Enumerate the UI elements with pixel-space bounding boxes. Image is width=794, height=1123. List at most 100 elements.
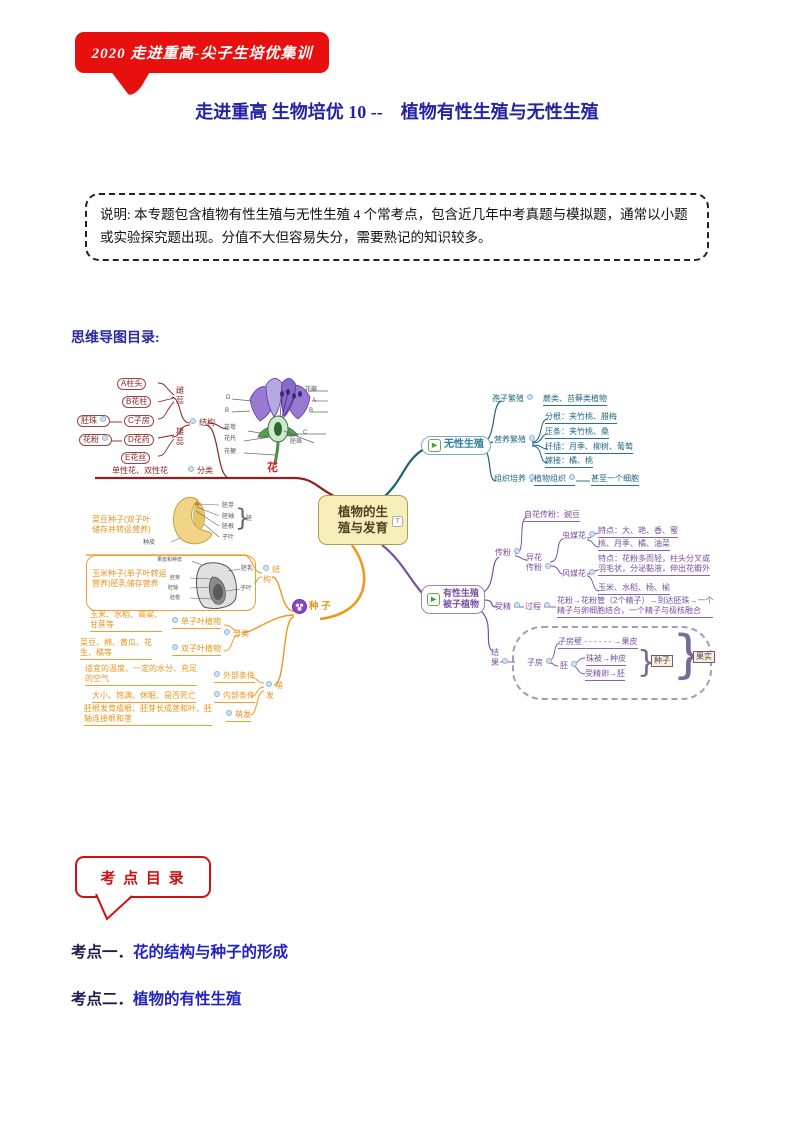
node-structure-seed: 结 构 <box>263 565 280 584</box>
catalog-item-1-text: 花的结构与种子的形成 <box>133 944 289 961</box>
node-dicot: 双子叶植物 <box>172 644 221 656</box>
node-fruit-box: 果实 <box>693 651 715 663</box>
banner-text: 2020 走进重高-尖子生培优集训 <box>91 46 313 62</box>
corn-label-endosperm: 胚乳 <box>241 566 254 572</box>
flower-label-b-left: B <box>225 408 230 414</box>
node-stamen: 雄 蕊 <box>176 427 184 446</box>
node-sexual: ▶有性生殖 被子植物 <box>421 585 486 614</box>
flower-label-receptacle: 花托 <box>224 436 237 442</box>
bean-seed-illustration <box>170 496 220 545</box>
corn-seed-illustration <box>190 561 241 610</box>
node-germination-leaf: 萌发 <box>226 710 251 722</box>
node-corn-seed: 玉米种子(单子叶转运 营养)胚乳储存营养 <box>92 569 167 588</box>
node-integument: 珠被→种皮 <box>586 654 626 666</box>
note-box: 说明: 本专题包含植物有性生殖与无性生殖 4 个常考点，包含近几年中考真题与模拟… <box>85 193 709 261</box>
node-dicot-examples: 菜豆、棉、黄瓜、花 生、橘等 <box>80 638 152 660</box>
node-plant-tissue: 植物组织 <box>534 474 575 486</box>
corn-label-radicle: 胚根 <box>170 595 181 601</box>
play-icon: ▶ <box>427 592 440 606</box>
node-monocot-examples: 玉米、水稻、高粱、 甘蔗等 <box>90 610 162 632</box>
bean-label-testa: 种皮 <box>143 540 156 546</box>
node-e-filament: E花丝 <box>121 452 151 464</box>
flower-label-petal: 花瓣 <box>305 387 318 393</box>
node-b-style: B花柱 <box>122 396 152 408</box>
flower-label-c: C <box>303 430 308 436</box>
node-external-text: 适宜的温度、一定的水分、充足 的空气 <box>85 664 197 686</box>
result-cloud <box>512 626 712 700</box>
node-flower-structure: 结构 <box>190 418 215 428</box>
bean-label-plumule: 胚芽 <box>222 503 235 509</box>
node-pollen: 花粉 <box>79 434 112 446</box>
node-grafting: 嫁接：橘、桃 <box>545 456 593 468</box>
node-ovary-wall: 子房壁 - - - - - - →果皮 <box>558 637 638 649</box>
node-process: 过程 <box>525 602 550 612</box>
node-seed-box: 种子 <box>651 655 673 667</box>
catalog-item-2-text: 植物的有性生殖 <box>133 991 242 1008</box>
node-external: 外部条件 <box>214 671 255 683</box>
node-asexual: ▶无性生殖 <box>421 436 491 455</box>
flower-illustration <box>231 378 328 466</box>
play-icon: ▶ <box>428 439 441 452</box>
catalog-tail-icon <box>95 894 133 921</box>
flower-label-b-right: B <box>309 408 314 414</box>
node-spore: 孢子繁殖 <box>492 394 533 404</box>
bean-label-radicle: 胚根 <box>222 524 235 530</box>
flower-label-d: D <box>226 395 231 401</box>
node-germination: 萌 发 <box>266 681 283 700</box>
seed-face-icon <box>292 599 307 614</box>
node-wind-features: 特点：花粉多而轻，柱头分叉或 羽毛状，分泌黏液，伸出花瓣外 <box>598 554 710 576</box>
corn-label-hypocotyl: 胚轴 <box>168 585 179 591</box>
node-ovule: 胚珠 <box>77 415 110 427</box>
corn-bubble <box>86 555 256 611</box>
node-ovary-result: 子房 <box>527 658 552 668</box>
node-self-pollination: 自花传粉：豌豆 <box>524 510 580 522</box>
flower-caption: 花 <box>267 462 278 474</box>
node-flower-types: 单性花、双性花 <box>112 466 168 475</box>
catalog-box-label: 考 点 目 录 <box>100 870 186 887</box>
node-wind-flower: 风媒花 <box>562 569 595 579</box>
note-text: 说明: 本专题包含植物有性生殖与无性生殖 4 个常考点，包含近几年中考真题与模拟… <box>100 207 688 245</box>
node-a-stigma: A柱头 <box>117 378 147 390</box>
corn-label-plumule: 胚芽 <box>170 575 181 581</box>
node-embryo-parent: 胚 <box>560 661 577 671</box>
node-monocot: 单子叶植物 <box>172 617 221 629</box>
node-single-cell: 甚至一个细胞 <box>591 474 639 486</box>
node-layering: 压条：夹竹桃、桑 <box>545 427 609 439</box>
node-cross-pollination: 异花 传粉 <box>526 553 551 573</box>
node-flower-classification: 分类 <box>188 466 213 476</box>
node-tissue-culture: 组织培养 <box>494 474 535 484</box>
node-seed: 种 子 <box>292 599 331 614</box>
node-insect-examples: 桃、月季、橘、油菜 <box>598 539 670 551</box>
page-title: 走进重高 生物培优 10 -- 植物有性生殖与无性生殖 <box>195 102 599 122</box>
node-seed-classification: 分类 <box>224 629 249 639</box>
bean-label-cotyledon: 子叶 <box>222 535 235 541</box>
bean-brace: } <box>235 504 251 532</box>
node-pistil: 雌 蕊 <box>176 386 184 405</box>
bean-label-hypocotyl: 胚轴 <box>222 514 235 520</box>
mindmap-heading: 思维导图目录: <box>71 331 160 346</box>
node-pollination: 传粉 <box>495 548 520 558</box>
node-root-division: 分根：夹竹桃、腊梅 <box>545 412 617 424</box>
catalog-item-2-prefix: 考点二． <box>71 991 134 1008</box>
node-d-anther: D花药 <box>124 434 154 446</box>
node-internal: 内部条件 <box>214 691 255 703</box>
corn-label-pericarp: 果皮和种皮 <box>157 557 183 563</box>
node-insect-flower: 虫媒花 <box>562 531 595 541</box>
node-vegetative: 营养繁殖 <box>494 435 535 445</box>
flower-label-sepal: 花萼 <box>224 425 237 431</box>
node-bean-seed: 菜豆种子(双子叶 储存并转运营养) <box>92 515 151 534</box>
node-internal-text: 大小、饱满、休眠、是否死亡 <box>92 691 196 703</box>
node-zygote: 受精卵→胚 <box>585 669 625 681</box>
flower-label-pedicel: 花梗 <box>224 449 237 455</box>
flower-label-a: A <box>312 398 317 404</box>
catalog-item-2: 考点二．植物的有性生殖 <box>71 987 242 1009</box>
node-insect-features: 特点：大、艳、香、蜜 <box>598 526 678 538</box>
node-process-text: 花粉→花粉管（2个精子）→到达胚珠→一个 精子与卵细胞结合，一个精子与极核融合 <box>557 596 714 618</box>
node-wind-examples: 玉米、水稻、杨、榆 <box>598 583 670 595</box>
node-spore-examples: 蕨类、苔藓类植物 <box>543 394 607 406</box>
catalog-box: 考 点 目 录 <box>75 856 211 898</box>
node-fertilization: 受精 <box>495 602 520 612</box>
